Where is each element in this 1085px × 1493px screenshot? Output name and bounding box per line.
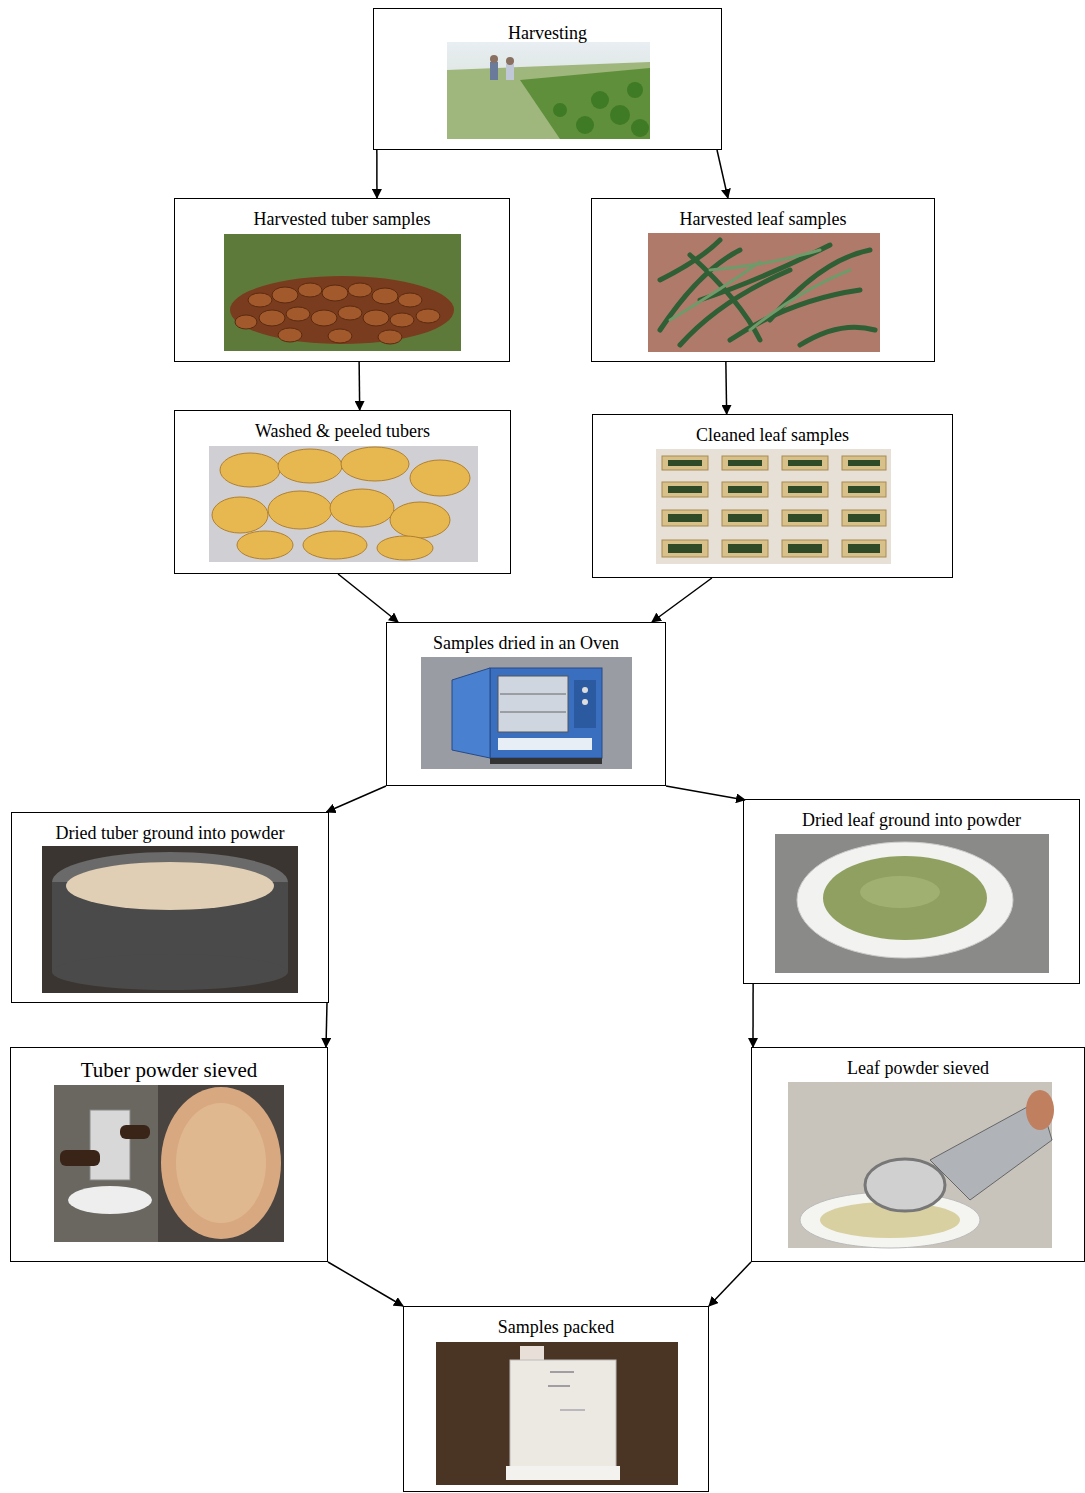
peeled-tuber-photo: [209, 446, 478, 562]
flow-arrow: [725, 362, 727, 414]
flow-arrow: [328, 1262, 403, 1306]
leaf-sieve-photo: [788, 1082, 1054, 1248]
process-box: Samples dried in an Oven: [386, 622, 666, 786]
box-title: Dried tuber ground into powder: [55, 823, 286, 844]
process-box: Harvested tuber samples: [174, 198, 510, 362]
box-title: Tuber powder sieved: [80, 1058, 259, 1082]
oven-photo: [421, 657, 632, 769]
tuber-sieve-photo: [54, 1085, 284, 1242]
box-title: Dried leaf ground into powder: [801, 810, 1022, 831]
flow-arrow: [717, 150, 728, 198]
process-box: Samples packed: [403, 1306, 709, 1492]
process-box: Dried tuber ground into powder: [11, 812, 329, 1003]
leaf-powder-photo: [775, 834, 1049, 973]
flow-arrow: [376, 150, 378, 198]
process-box: Cleaned leaf samples: [592, 414, 953, 578]
flow-arrow: [326, 786, 386, 812]
box-title: Harvested leaf samples: [679, 209, 848, 230]
tuber-powder-photo: [42, 846, 298, 993]
box-title: Harvesting: [507, 23, 588, 44]
box-title: Harvested tuber samples: [253, 209, 432, 230]
box-title: Cleaned leaf samples: [695, 425, 850, 446]
process-box: Washed & peeled tubers: [174, 410, 511, 574]
flow-arrow: [358, 362, 360, 410]
process-box: Harvesting: [373, 8, 722, 150]
process-box: Tuber powder sieved: [10, 1047, 328, 1262]
box-title: Samples packed: [497, 1317, 616, 1338]
leaf-tray-photo: [656, 449, 891, 564]
flow-arrow: [752, 984, 754, 1047]
box-title: Leaf powder sieved: [846, 1058, 990, 1079]
box-title: Samples dried in an Oven: [432, 633, 620, 654]
process-box: Leaf powder sieved: [751, 1047, 1085, 1262]
flow-arrow: [326, 1003, 327, 1047]
flow-arrow: [652, 578, 712, 622]
leaf-photo: [648, 233, 880, 352]
field-photo: [447, 42, 650, 139]
box-title: Washed & peeled tubers: [254, 421, 431, 442]
flow-arrow: [666, 786, 745, 800]
packed-sample-photo: [436, 1342, 678, 1485]
tuber-pile-photo: [224, 234, 461, 351]
process-box: Dried leaf ground into powder: [743, 799, 1080, 984]
process-box: Harvested leaf samples: [591, 198, 935, 362]
flow-arrow: [709, 1262, 751, 1306]
flow-arrow: [338, 574, 398, 622]
